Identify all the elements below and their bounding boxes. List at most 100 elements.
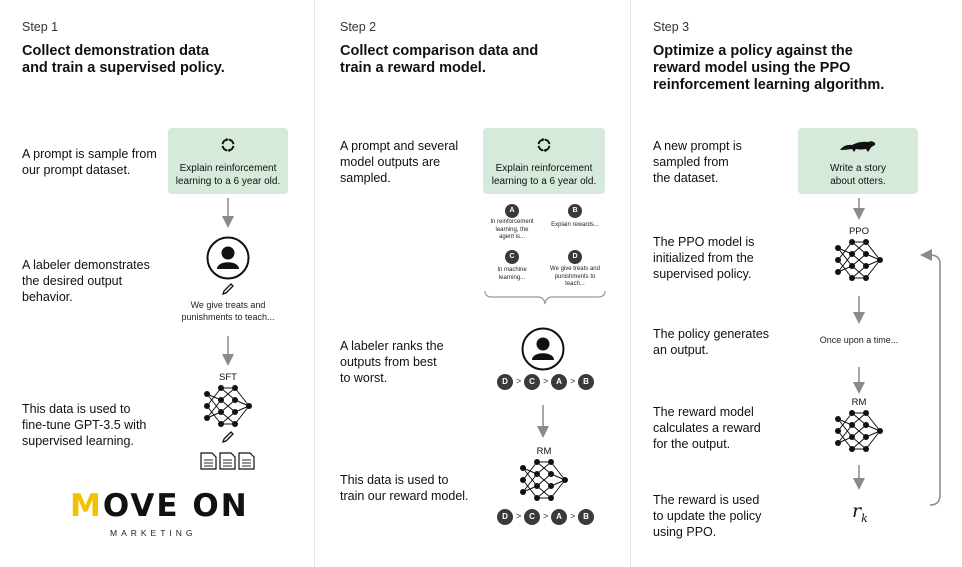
network-node [849,410,855,416]
network-edge [851,436,867,450]
rank1-sep: > [570,376,576,386]
network-node [232,397,238,403]
network-node [877,428,883,434]
network-node [835,416,841,422]
network-edge [865,241,881,261]
network-edge [851,265,867,279]
network-node [849,446,855,452]
brace-icon [484,290,606,313]
option-d-badge: D [568,250,582,264]
rm-network-icon [834,409,884,458]
network-node [218,385,224,391]
network-edge [522,473,538,493]
column-divider-2 [630,0,631,567]
rank2-sep: > [516,511,522,521]
network-edge [550,479,566,499]
network-node [835,440,841,446]
network-node [863,239,869,245]
network-edge [851,412,867,426]
network-node [218,421,224,427]
network-edge [234,387,250,407]
rank1-sep: > [543,376,549,386]
network-edge [851,253,867,267]
network-node [204,403,210,409]
network-edge [865,412,881,432]
network-node [849,239,855,245]
sft-network-icon [203,384,253,433]
network-node [534,459,540,465]
person-icon [206,236,250,285]
network-edge [865,259,881,279]
network-node [863,410,869,416]
network-node [849,434,855,440]
network-node [534,471,540,477]
step2-label: Step 2 [340,20,377,34]
network-node [534,495,540,501]
network-edge [206,399,222,419]
network-node [232,409,238,415]
network-node [548,459,554,465]
step1-prompt-box: Explain reinforcement learning to a 6 ye… [168,128,288,194]
rank2-a: A [551,509,567,525]
network-edge [234,405,250,425]
pencil-icon [221,282,235,301]
network-node [863,434,869,440]
rank2-sep: > [570,511,576,521]
rank1-d: D [497,374,513,390]
network-node [204,415,210,421]
rank2-b: B [578,509,594,525]
sft-label: SFT [219,372,237,383]
pencil-icon [221,430,235,449]
rank2-d: D [497,509,513,525]
network-edge [851,424,867,438]
network-node [849,263,855,269]
network-node [863,263,869,269]
otter-icon [838,138,878,158]
network-node [246,403,252,409]
column-divider-1 [314,0,315,567]
network-edge [536,473,552,487]
network-edge [837,412,853,432]
step1-label: Step 1 [22,20,59,34]
network-node [520,489,526,495]
rm-label: RM [536,446,552,457]
step1-title: Collect demonstration data and train a s… [22,43,225,76]
logo-text: MOVE ON [70,488,249,524]
policy-output-text: Once upon a time... [819,335,899,345]
network-node [218,397,224,403]
network-node [548,495,554,501]
network-edge [837,247,853,267]
network-edge [536,461,552,475]
network-node [849,275,855,281]
rank1-b: B [578,374,594,390]
network-node [534,483,540,489]
rank1-sep: > [516,376,522,386]
rank1-c: C [524,374,540,390]
network-node [877,257,883,263]
network-edge [851,241,867,255]
network-node [835,245,841,251]
network-edge [522,467,538,487]
network-node [835,269,841,275]
network-node [548,483,554,489]
network-node [204,391,210,397]
network-node [218,409,224,415]
network-edge [550,461,566,481]
logo-subtitle: MARKETING [110,528,197,538]
option-b-badge: B [568,204,582,218]
